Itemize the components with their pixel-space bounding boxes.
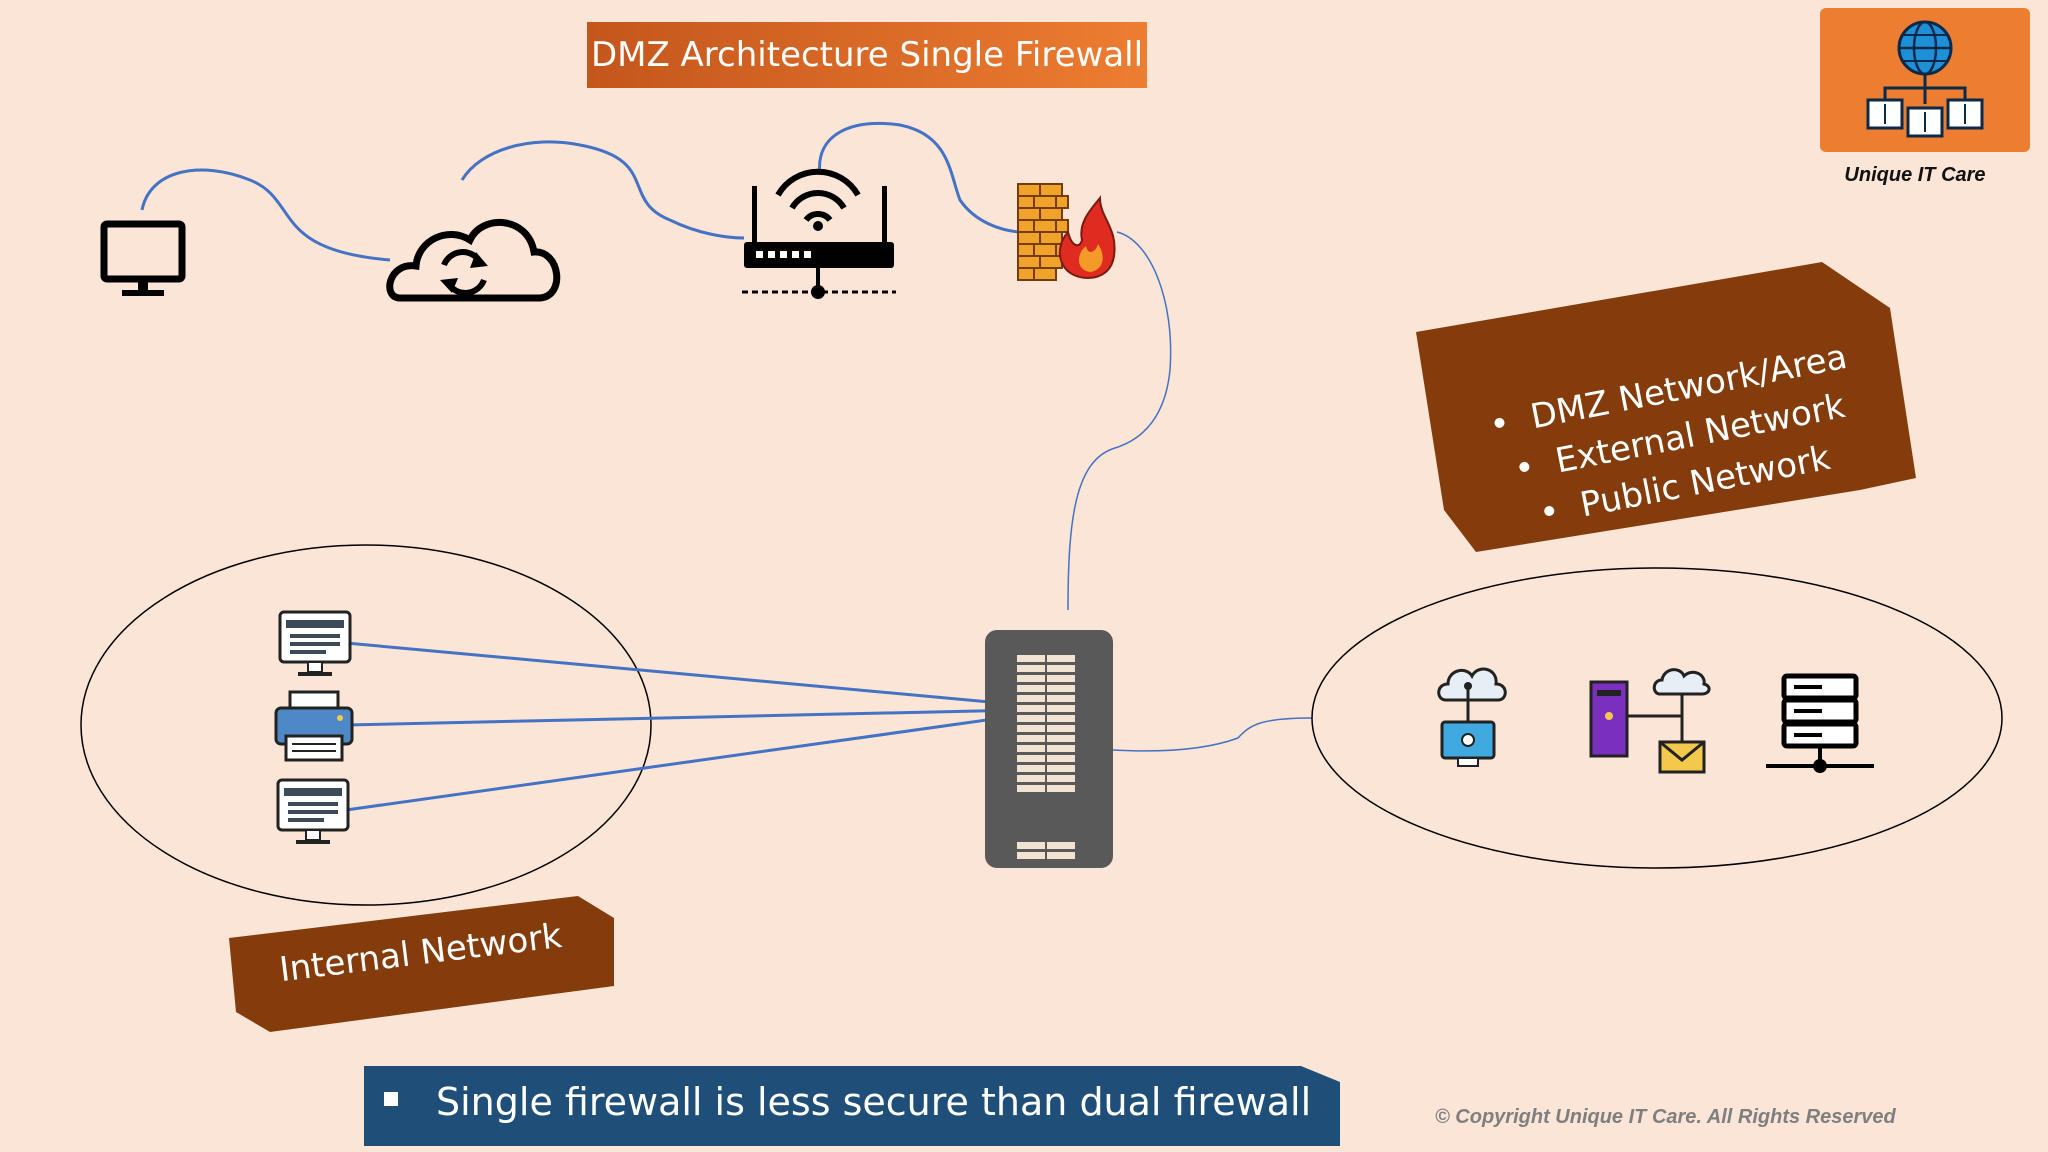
firewall-icon (1017, 183, 1116, 281)
server-rack-icon (1766, 673, 1874, 773)
cloud-sync-icon (386, 218, 561, 302)
note-banner: Single firewall is less secure than dual… (364, 1066, 1340, 1146)
cloud-computer-icon (1437, 667, 1507, 767)
wifi-router-icon (742, 168, 896, 299)
internet-links (140, 121, 1019, 262)
logo (1820, 8, 2030, 152)
dmz-network-zone (1311, 567, 2003, 869)
internal-network-label: Internal Network (229, 896, 614, 1032)
computer-icon (278, 610, 352, 676)
note-text: Single firewall is less secure than dual… (436, 1080, 1312, 1124)
computer-icon (276, 778, 350, 844)
network-switch-icon (985, 630, 1113, 868)
mail-server-icon (1589, 668, 1711, 774)
internal-network-zone (80, 544, 652, 906)
printer-icon (274, 690, 354, 762)
switch-to-dmz-link (1112, 717, 1313, 752)
dmz-network-label: DMZ Network/Area External Network Public… (1416, 262, 1916, 552)
copyright-text: © Copyright Unique IT Care. All Rights R… (1435, 1106, 1896, 1128)
monitor-icon (100, 220, 186, 296)
firewall-to-switch-link (1067, 231, 1172, 611)
internal-links (345, 641, 1023, 812)
diagram-title: DMZ Architecture Single Firewall (587, 22, 1147, 88)
bullet-icon (384, 1092, 398, 1106)
logo-caption: Unique IT Care (1844, 164, 1986, 186)
globe-network-icon (1866, 20, 1984, 138)
